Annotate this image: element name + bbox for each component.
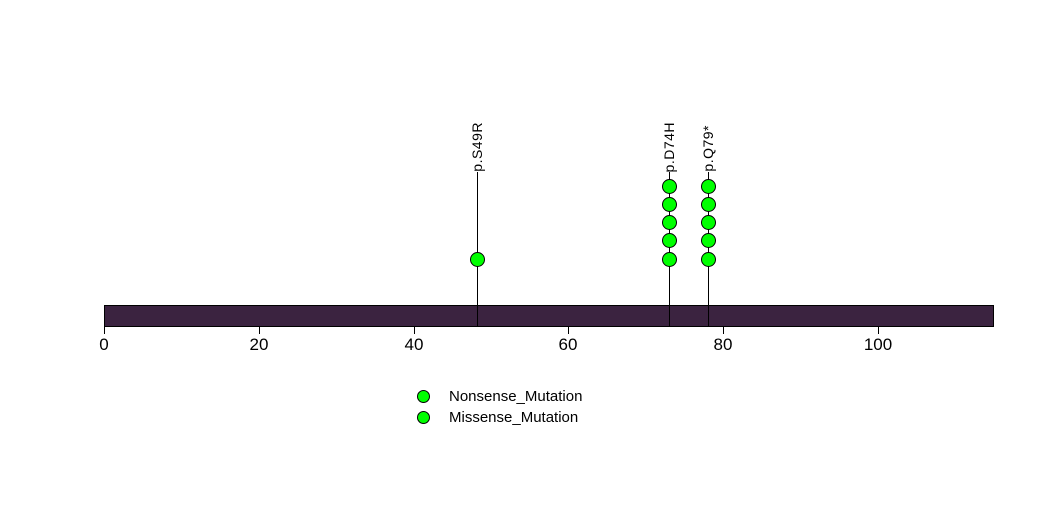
legend-item: Missense_Mutation [417, 407, 582, 428]
mutation-circle [701, 178, 716, 194]
mutation-label: p.Q79* [700, 125, 716, 172]
mutation-stick [669, 172, 670, 327]
axis-tick-label: 20 [249, 335, 269, 354]
mutation-label: p.S49R [469, 122, 485, 172]
legend-marker-circle-icon [417, 390, 430, 403]
mutation-circle [662, 215, 677, 230]
mutation-circle [470, 251, 485, 267]
axis-tick [878, 327, 879, 334]
mutation-stick [477, 172, 478, 327]
axis-tick [104, 327, 105, 334]
mutation-circle [662, 196, 677, 212]
legend-marker-circle-icon [417, 411, 430, 424]
mutation-circle [662, 178, 677, 194]
legend-label: Missense_Mutation [449, 409, 579, 426]
axis-tick-label: 100 [863, 335, 893, 354]
axis-tick [259, 327, 260, 334]
mutation-stick [708, 172, 709, 327]
mutation-circle [701, 251, 716, 267]
mutation-circle [662, 233, 677, 249]
mutation-circle [701, 215, 716, 230]
axis-tick [414, 327, 415, 334]
axis-tick-label: 40 [404, 335, 424, 354]
axis-tick-label: 80 [713, 335, 733, 354]
mutation-circle [701, 233, 716, 249]
legend-label: Nonsense_Mutation [449, 388, 583, 405]
axis-tick-label: 0 [99, 335, 109, 354]
mutation-circle [701, 196, 716, 212]
axis-tick-label: 60 [558, 335, 578, 354]
mutation-label: p.D74H [661, 121, 677, 172]
protein-bar [104, 305, 995, 327]
mutation-circle [662, 251, 677, 267]
axis-tick [723, 327, 724, 334]
legend-item: Nonsense_Mutation [417, 386, 582, 407]
axis-tick [568, 327, 569, 334]
